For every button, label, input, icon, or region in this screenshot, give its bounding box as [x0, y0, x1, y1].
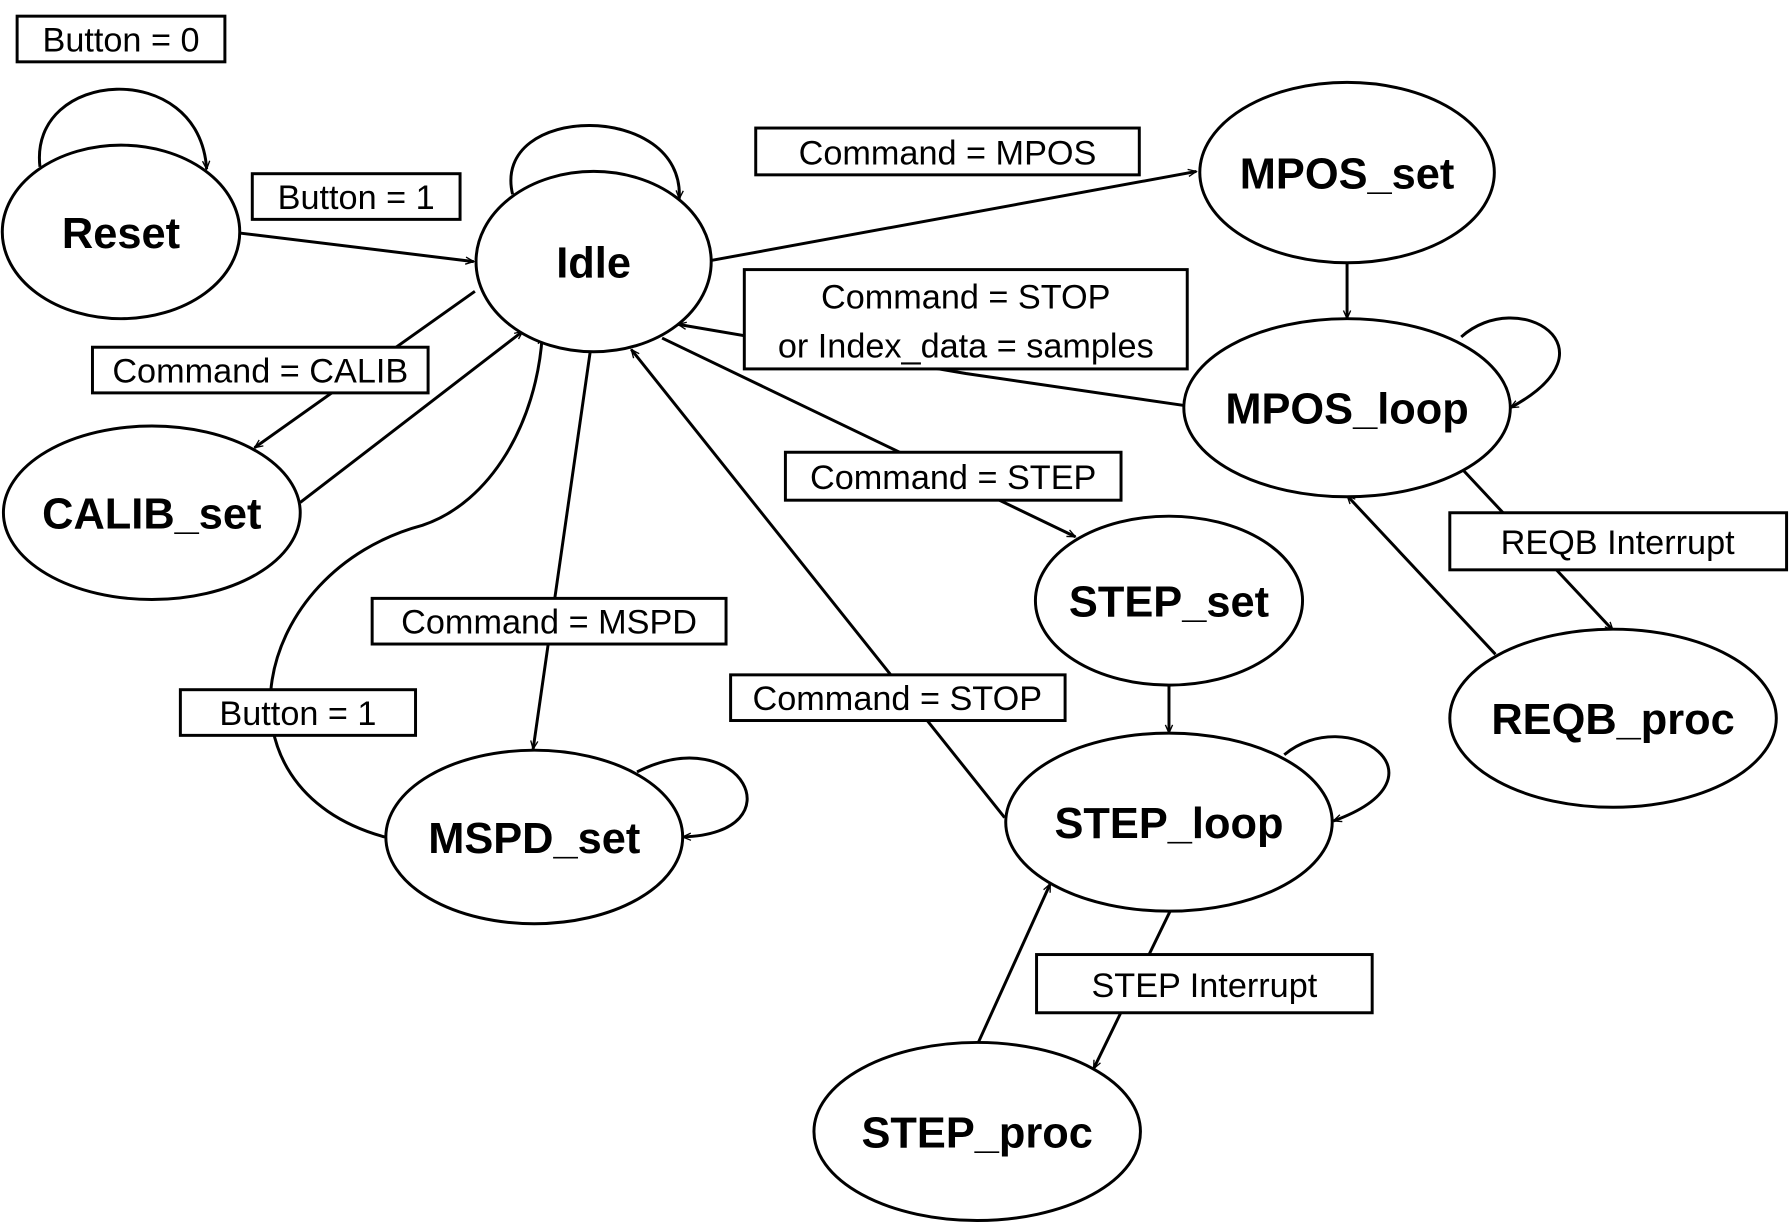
state-calib-set-label: CALIB_set — [42, 491, 261, 539]
edge-calib-set-to-idle — [299, 330, 523, 504]
transition-label-reset-to-idle-text: Button = 1 — [278, 179, 435, 217]
state-idle: Idle — [474, 169, 713, 354]
state-step-loop-label: STEP_loop — [1055, 800, 1284, 848]
edge-mspd-set-self-loop — [636, 756, 749, 837]
edge-mpos-loop-self-loop — [1460, 316, 1561, 410]
state-step-set: STEP_set — [1033, 514, 1305, 687]
edge-mspd-set-to-idle — [268, 336, 542, 839]
transition-label-idle-to-mspd-text: Command = MSPD — [401, 604, 697, 642]
transition-label-mpos-stop-line2: or Index_data = samples — [778, 327, 1154, 365]
state-step-loop: STEP_loop — [1004, 731, 1334, 913]
transition-label-idle-to-step: Command = STEP — [783, 450, 1123, 502]
state-mpos-loop-label: MPOS_loop — [1225, 386, 1468, 434]
edge-step-loop-to-idle — [630, 350, 1006, 819]
transition-label-idle-to-mspd: Command = MSPD — [370, 596, 728, 646]
edge-reset-self-loop — [38, 87, 206, 169]
transition-label-mpos-stop-line1: Command = STOP — [821, 278, 1111, 316]
transition-label-reset-self: Button = 0 — [15, 14, 227, 64]
state-step-proc-label: STEP_proc — [861, 1109, 1092, 1157]
edge-idle-self-loop — [509, 123, 679, 198]
state-mspd-set-label: MSPD_set — [428, 815, 640, 863]
state-reset: Reset — [0, 143, 242, 321]
state-reset-label: Reset — [62, 210, 180, 258]
transition-label-idle-to-mpos: Command = MPOS — [754, 126, 1141, 177]
transition-label-mpos-stop: Command = STOP or Index_data = samples — [742, 268, 1189, 371]
transition-label-idle-to-step-text: Command = STEP — [810, 459, 1096, 497]
edge-reqb-proc-to-mpos-loop — [1347, 496, 1497, 656]
state-idle-label: Idle — [556, 240, 631, 288]
edge-reset-to-idle — [239, 231, 474, 262]
transition-label-idle-to-mpos-text: Command = MPOS — [799, 135, 1097, 173]
transition-label-idle-to-calib: Command = CALIB — [90, 345, 430, 395]
transition-label-mspd-to-idle-text: Button = 1 — [219, 695, 376, 733]
transition-label-reqb-interrupt-text: REQB Interrupt — [1501, 524, 1736, 562]
edge-idle-to-step-set — [661, 336, 1075, 539]
transition-label-step-stop-text: Command = STOP — [753, 680, 1043, 718]
transition-label-reqb-interrupt: REQB Interrupt — [1448, 511, 1789, 572]
transition-label-reset-self-text: Button = 0 — [42, 22, 199, 60]
state-mpos-set: MPOS_set — [1198, 80, 1496, 265]
edge-step-proc-to-step-loop — [976, 884, 1052, 1044]
edge-idle-to-mpos-set — [710, 171, 1196, 262]
state-calib-set: CALIB_set — [1, 424, 302, 601]
transition-label-idle-to-calib-text: Command = CALIB — [112, 353, 408, 391]
edge-step-loop-self-loop — [1283, 735, 1391, 823]
transition-label-mspd-to-idle: Button = 1 — [178, 688, 418, 737]
state-mspd-set: MSPD_set — [384, 748, 685, 926]
state-step-proc: STEP_proc — [812, 1040, 1142, 1223]
state-reqb-proc-label: REQB_proc — [1491, 696, 1734, 744]
transition-label-step-interrupt-text: STEP Interrupt — [1091, 967, 1317, 1005]
state-step-set-label: STEP_set — [1069, 579, 1269, 627]
state-mpos-set-label: MPOS_set — [1240, 151, 1455, 199]
state-mpos-loop: MPOS_loop — [1182, 317, 1512, 499]
transition-label-reset-to-idle: Button = 1 — [250, 172, 462, 221]
transition-label-step-interrupt: STEP Interrupt — [1035, 953, 1374, 1015]
state-reqb-proc: REQB_proc — [1448, 627, 1778, 809]
transition-label-step-stop: Command = STOP — [729, 673, 1067, 723]
edge-idle-to-mspd-set — [533, 351, 592, 749]
